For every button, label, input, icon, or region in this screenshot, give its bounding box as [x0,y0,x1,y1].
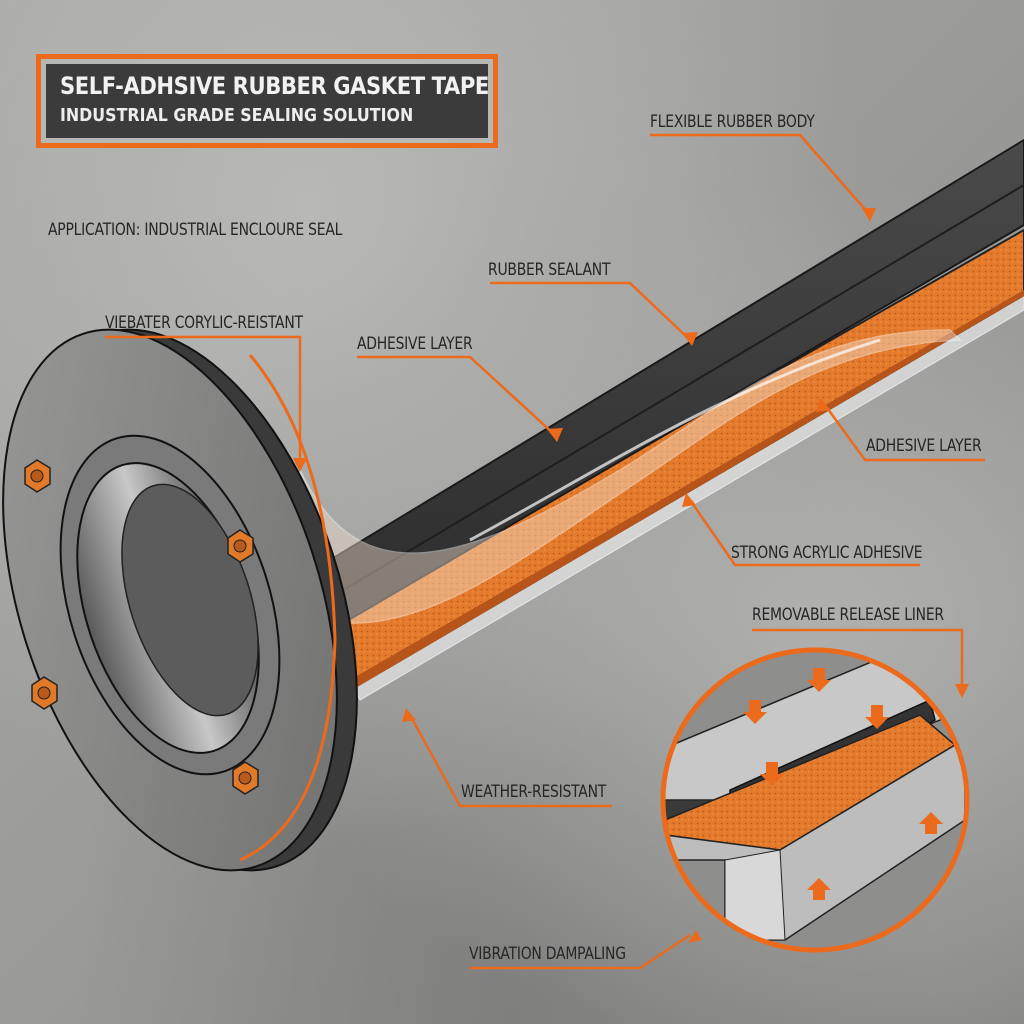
leader-lines [105,133,985,970]
callout-weather-resistant: WEATHER-RESISTANT [461,782,607,802]
title-banner: SELF-ADHSIVE RUBBER GASKET TAPE INDUSTRI… [36,54,498,148]
bolt-nut-icon [232,761,259,795]
callout-viebater-corylic: VIEBATER CORYLIC-REISTANT [105,313,303,333]
callout-rubber-sealant: RUBBER SEALANT [488,260,611,280]
arrowheads [293,208,969,943]
callout-vibration-dampaling: VIBRATION DAMPALING [469,944,626,964]
compression-detail-inset [660,647,970,953]
bolt-nut-icon [227,529,254,563]
callout-adhesive-layer-left: ADHESIVE LAYER [357,334,473,354]
callout-adhesive-layer-right: ADHESIVE LAYER [866,436,982,456]
bolt-nut-icon [24,459,51,493]
peeling-film [299,329,962,624]
page-title: SELF-ADHSIVE RUBBER GASKET TAPE [60,72,489,100]
bolt-nut-icon [31,676,58,710]
callout-flexible-rubber-body: FLEXIBLE RUBBER BODY [650,112,815,132]
application-label: APPLICATION: INDUSTRIAL ENCLOURE SEAL [48,220,343,240]
callout-removable-release-liner: REMOVABLE RELEASE LINER [752,605,944,625]
page-subtitle: INDUSTRIAL GRADE SEALING SOLUTION [60,105,414,126]
callout-strong-acrylic-adhesive: STRONG ACRYLIC ADHESIVE [731,543,923,563]
pipe-flange [2,328,358,872]
